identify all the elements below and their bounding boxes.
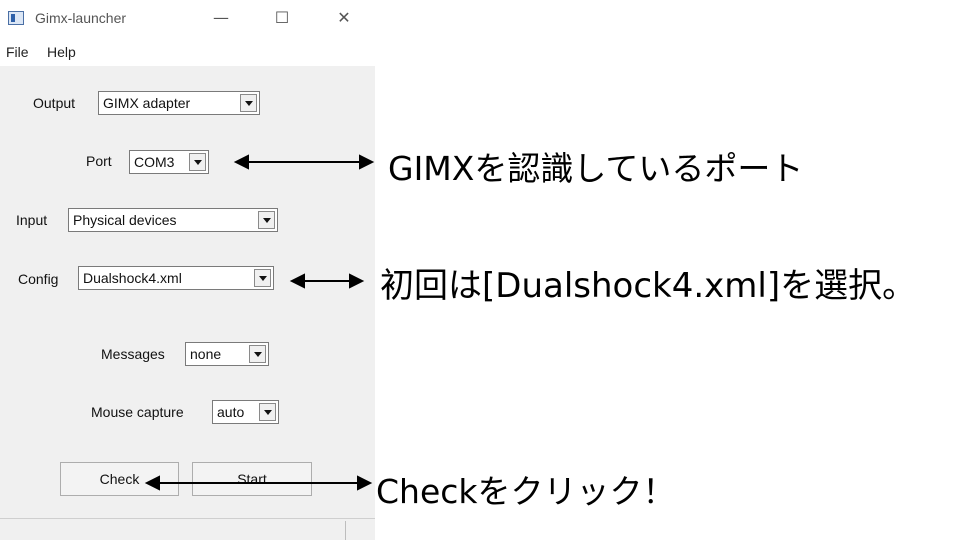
chevron-down-icon[interactable] [249,345,266,363]
mouse-capture-label: Mouse capture [91,404,184,420]
title-bar: Gimx-launcher — ☐ ✕ [0,0,375,38]
app-icon [8,11,24,25]
input-select[interactable]: Physical devices [68,208,278,232]
port-value: COM3 [134,154,175,170]
check-button[interactable]: Check [60,462,179,496]
output-value: GIMX adapter [103,95,191,111]
window-title: Gimx-launcher [35,10,127,26]
chevron-down-icon[interactable] [259,403,276,421]
status-divider [345,521,346,540]
mouse-capture-select[interactable]: auto [212,400,279,424]
port-select[interactable]: COM3 [129,150,209,174]
input-value: Physical devices [73,212,177,228]
input-label: Input [16,212,48,228]
messages-value: none [190,346,222,362]
main-panel [0,66,375,540]
output-select[interactable]: GIMX adapter [98,91,260,115]
port-annotation: GIMXを認識しているポート [388,149,804,188]
check-annotation: Checkをクリック！ [376,472,676,511]
minimize-button[interactable]: — [213,8,229,27]
mouse-capture-value: auto [217,404,245,420]
chevron-down-icon[interactable] [258,211,275,229]
start-button[interactable]: Start [192,462,312,496]
maximize-button[interactable]: ☐ [274,8,290,27]
menu-bar: File Help [0,38,375,66]
chevron-down-icon[interactable] [254,269,271,287]
menu-help[interactable]: Help [47,44,76,60]
config-select[interactable]: Dualshock4.xml [78,266,274,290]
output-label: Output [33,95,76,111]
chevron-down-icon[interactable] [189,153,206,171]
messages-label: Messages [101,346,165,362]
config-value: Dualshock4.xml [83,270,182,286]
status-bar [0,518,375,540]
port-label: Port [86,153,112,169]
chevron-down-icon[interactable] [240,94,257,112]
config-label: Config [18,271,59,287]
menu-file[interactable]: File [6,44,29,60]
config-annotation: 初回は[Dualshock4.xml]を選択。 [380,266,917,306]
messages-select[interactable]: none [185,342,269,366]
gimx-launcher-window: Gimx-launcher — ☐ ✕ File Help Output GIM… [0,0,375,540]
close-button[interactable]: ✕ [337,8,351,27]
